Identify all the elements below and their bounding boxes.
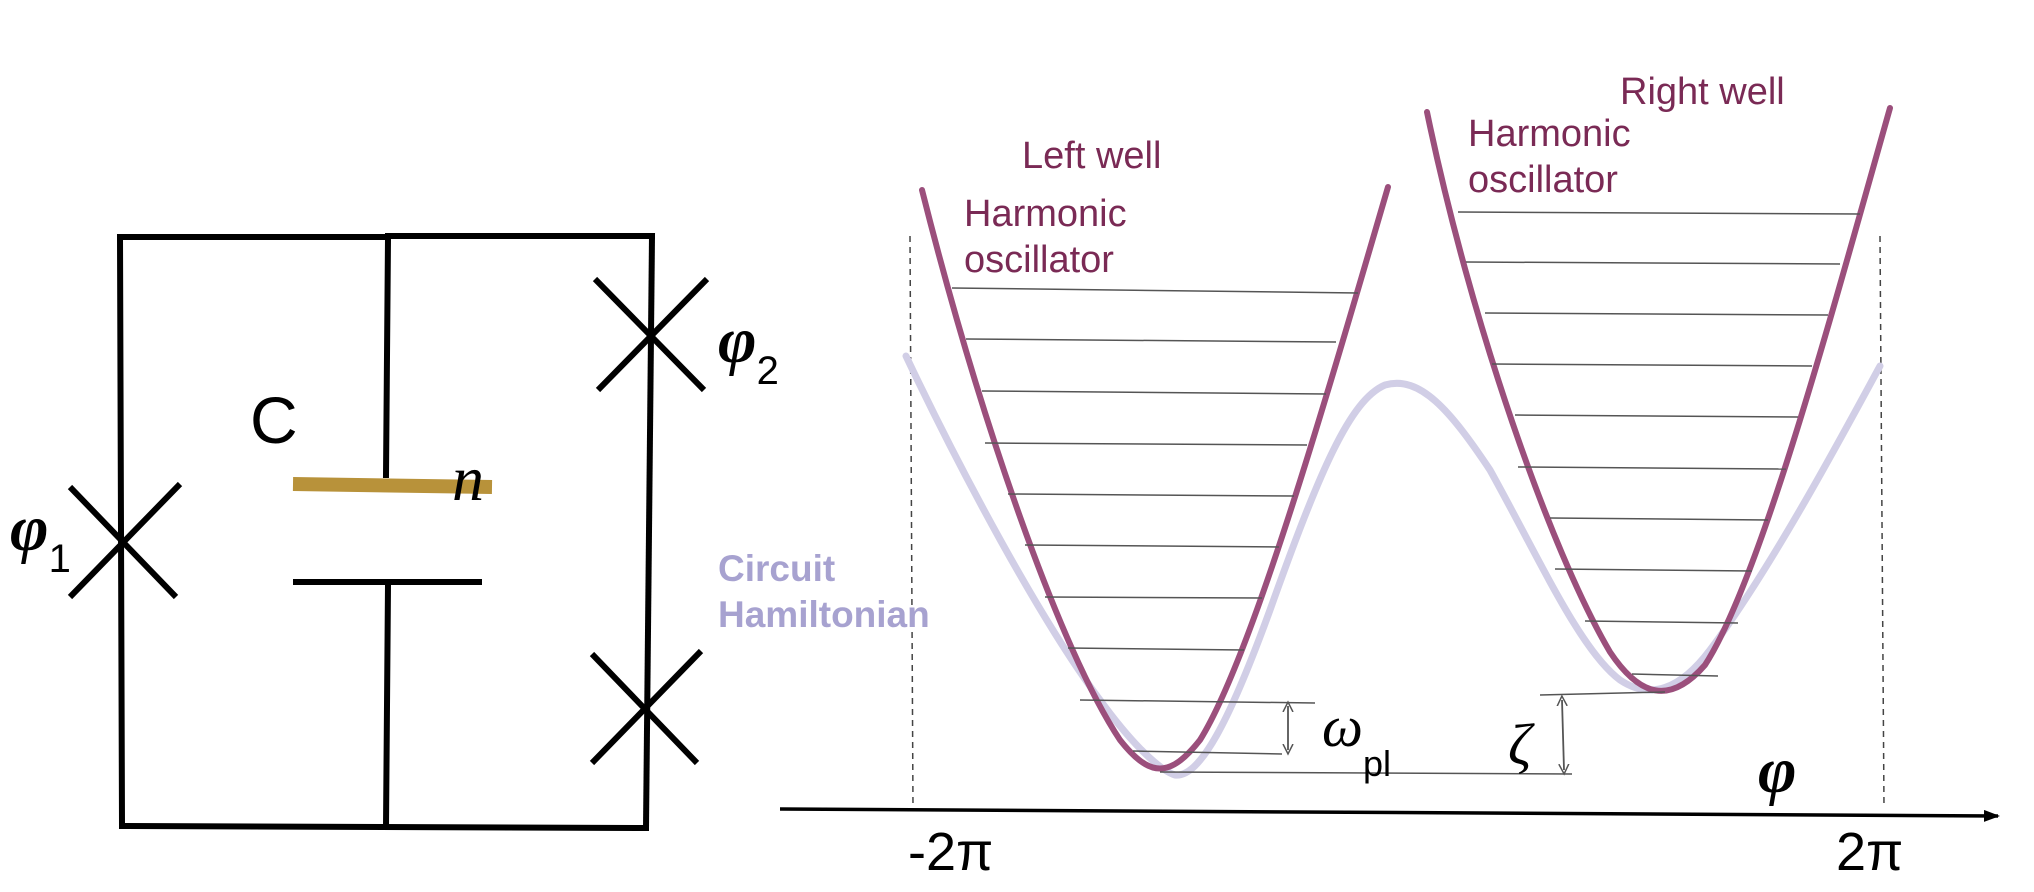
energy-level [1491, 363, 1813, 367]
junction-1 [67, 481, 183, 600]
phase-axis [779, 807, 2000, 822]
phase-axis-label: φ [1758, 734, 1797, 807]
energy-level [1457, 211, 1861, 215]
energy-level [1024, 544, 1280, 548]
right-well-ground-level [1539, 691, 1666, 696]
energy-level [984, 442, 1308, 446]
energy-level [951, 287, 1359, 294]
energy-level [1465, 261, 1841, 265]
right-well-levels [1457, 211, 1861, 696]
phase-1-label: φ1 [10, 492, 71, 581]
energy-level [1007, 493, 1295, 497]
left-oscillator-label-line2: oscillator [964, 239, 1114, 281]
energy-level [965, 338, 1337, 343]
ground-reference-level [1159, 771, 1573, 775]
omega-pl-label: ωpl [1322, 694, 1391, 784]
circuit-hamiltonian-curve [902, 352, 1884, 779]
tick-label-2pi: 2π [1836, 822, 1903, 882]
right-oscillator-label-line2: oscillator [1468, 159, 1618, 201]
left-oscillator-label-line1: Harmonic [964, 193, 1127, 235]
left-well-label: Left well [1022, 135, 1161, 177]
energy-level [1067, 647, 1245, 651]
energy-level [1484, 312, 1829, 316]
right-well-label: Right well [1620, 71, 1785, 113]
circuit: C n φ1 φ2 [10, 232, 779, 832]
energy-level [1584, 620, 1739, 624]
energy-level [1132, 750, 1283, 755]
circuit-hamiltonian-label-line1: Circuit [718, 548, 835, 589]
boundary-left [909, 235, 914, 809]
energy-level [1079, 699, 1316, 704]
zeta-spacing-arrow [1562, 700, 1564, 770]
capacitor [292, 477, 493, 585]
charge-label: n [452, 443, 484, 514]
energy-level [1514, 414, 1799, 418]
energy-level [981, 390, 1327, 395]
energy-level [1517, 466, 1787, 470]
potential-plot: Left well Harmonic oscillator Right well… [718, 71, 2000, 882]
junction-3 [589, 648, 704, 766]
energy-level [1549, 517, 1769, 521]
phase-2-label: φ2 [718, 304, 779, 393]
right-oscillator-curve [1424, 105, 1893, 694]
energy-level [1631, 673, 1719, 677]
circuit-wires [116, 232, 656, 832]
circuit-hamiltonian-label-line2: Hamiltonian [718, 594, 930, 635]
boundary-right [1879, 235, 1885, 809]
tick-label-minus-2pi: -2π [908, 822, 993, 882]
capacitor-label: C [250, 383, 298, 457]
junction-2 [592, 276, 710, 393]
left-well-levels [951, 287, 1573, 775]
energy-level [1044, 596, 1263, 599]
capacitor-top-plate [292, 477, 493, 494]
zeta-label: ζ [1508, 712, 1535, 777]
energy-level [1554, 568, 1753, 572]
right-oscillator-label-line1: Harmonic [1468, 113, 1631, 155]
left-oscillator-curve [919, 184, 1391, 772]
